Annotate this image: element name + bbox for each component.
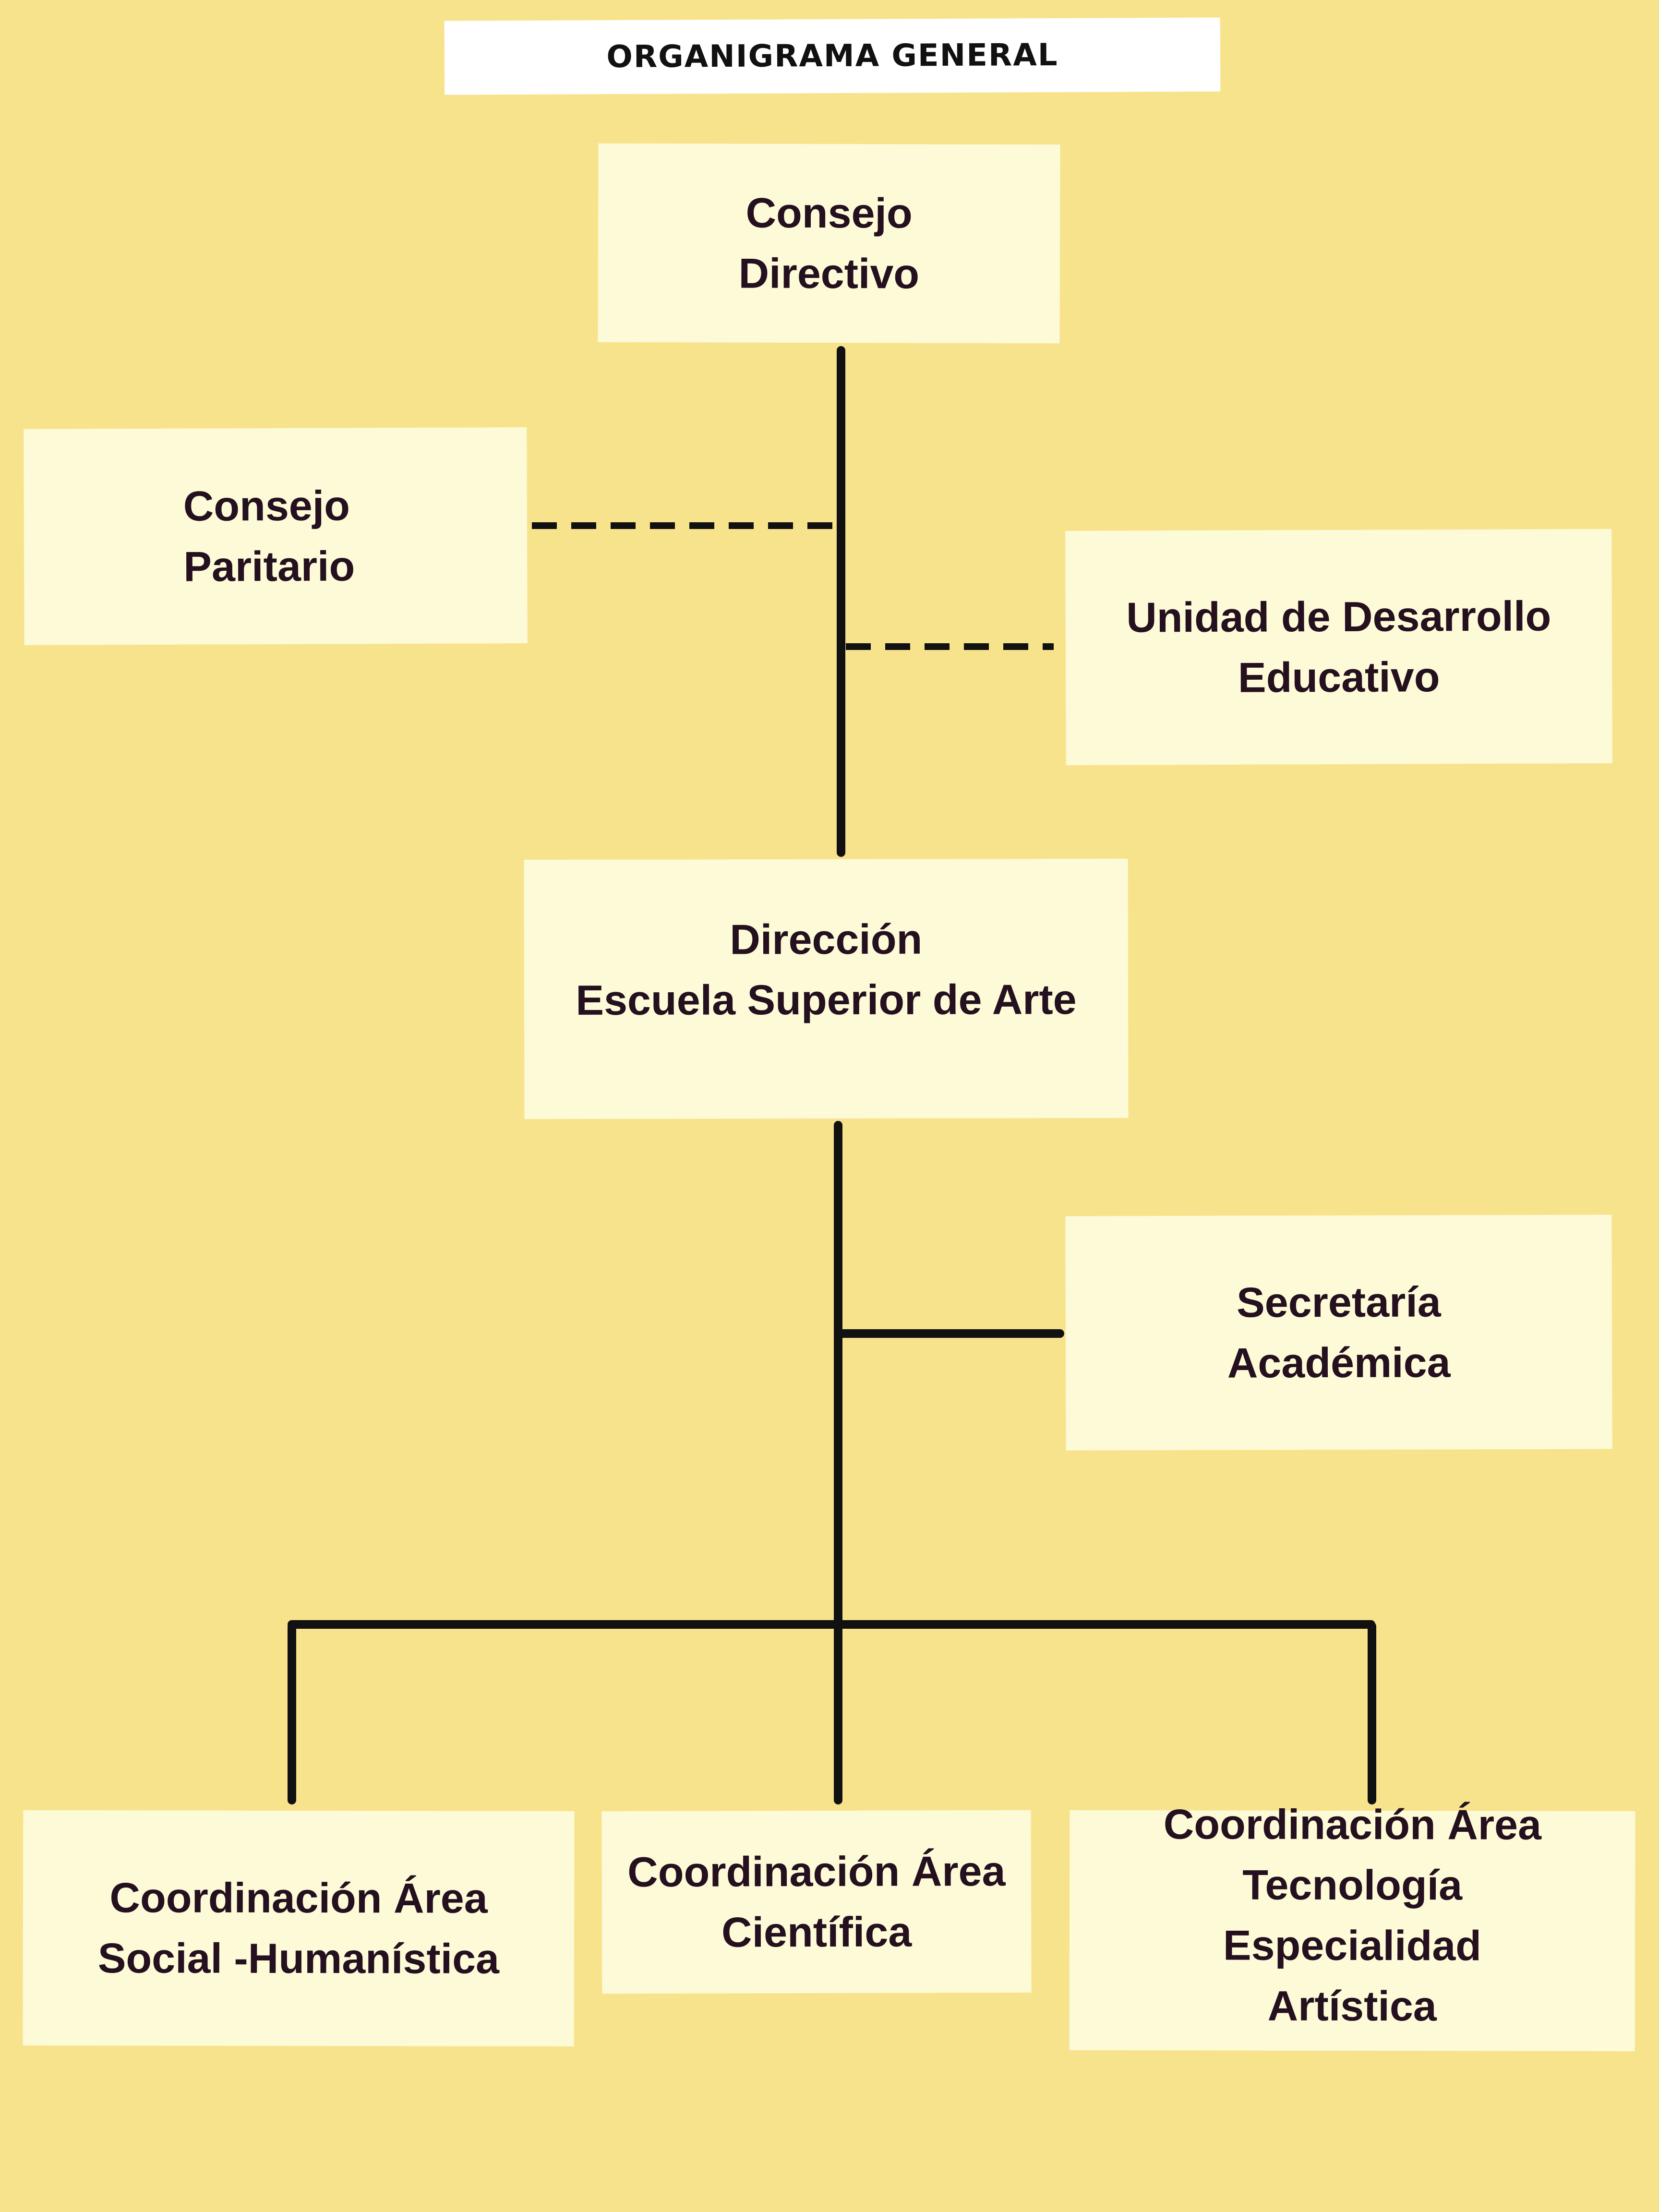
node-coord-cientifica: Coordinación Área Científica xyxy=(601,1810,1032,1994)
node-label: Coordinación Área Social -Humanística xyxy=(97,1874,500,1983)
node-consejo-directivo: Consejo Directivo xyxy=(598,143,1060,344)
node-label: Coordinación Área Científica xyxy=(627,1847,1006,1956)
node-label: Unidad de Desarrollo Educativo xyxy=(1126,592,1551,701)
node-secretaria-academica: Secretaría Académica xyxy=(1065,1214,1612,1451)
node-direccion: Dirección Escuela Superior de Arte xyxy=(524,858,1129,1119)
node-label: Consejo Directivo xyxy=(738,189,920,298)
node-unidad-desarrollo: Unidad de Desarrollo Educativo xyxy=(1065,529,1612,765)
node-label: Consejo Paritario xyxy=(183,481,355,590)
node-label: Coordinación Área Tecnología Especialida… xyxy=(1163,1800,1542,2030)
node-label: Secretaría Académica xyxy=(1227,1278,1451,1387)
node-consejo-paritario: Consejo Paritario xyxy=(24,427,528,645)
node-coord-social: Coordinación Área Social -Humanística xyxy=(23,1810,575,2047)
node-coord-tecnologia: Coordinación Área Tecnología Especialida… xyxy=(1069,1800,1635,2052)
node-label: Dirección Escuela Superior de Arte xyxy=(576,915,1077,1024)
